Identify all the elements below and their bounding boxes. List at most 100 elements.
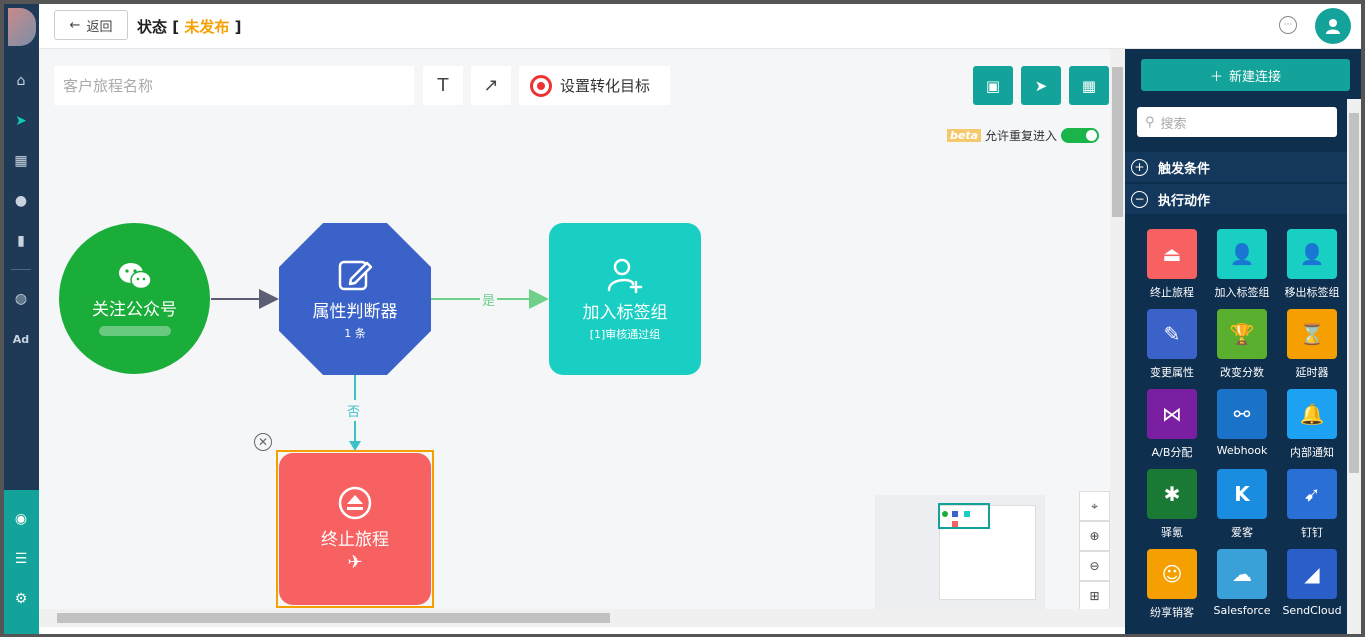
expand-plus-icon: +	[1131, 158, 1148, 176]
panel-scrollbar[interactable]	[1347, 99, 1361, 634]
zoom-out-button[interactable]: ⊖	[1079, 551, 1110, 581]
node-subtitle: 1 条	[344, 327, 366, 340]
trophy-icon: 🏆	[1217, 309, 1267, 359]
collapse-minus-icon: −	[1131, 190, 1148, 208]
action-join-tag-group[interactable]: 👤 加入标签组	[1207, 229, 1277, 309]
journey-name-input[interactable]	[54, 66, 414, 105]
action-label: 爱客	[1231, 526, 1253, 539]
layout-button[interactable]: ▦	[1069, 66, 1109, 105]
minimap-viewport[interactable]	[938, 503, 990, 529]
action-change-attribute[interactable]: ✎变更属性	[1137, 309, 1207, 389]
action-aike[interactable]: K 爱客	[1207, 469, 1277, 549]
new-connection-button[interactable]: ＋ 新建连接	[1141, 59, 1350, 91]
action-label: 移出标签组	[1284, 286, 1340, 299]
blurred-account-name	[98, 326, 171, 336]
user-icon[interactable]: ●	[14, 193, 28, 209]
user-plus-icon: 👤	[1217, 229, 1267, 279]
node-attribute-judge[interactable]: 属性判断器 1 条	[279, 223, 431, 375]
search-placeholder: 搜索	[1160, 116, 1187, 132]
action-sendcloud[interactable]: ◢SendCloud	[1277, 549, 1347, 629]
status-bracket-close: ]	[234, 18, 242, 36]
action-salesforce[interactable]: ☁Salesforce	[1207, 549, 1277, 629]
k-logo-icon: K	[1217, 469, 1267, 519]
avatar[interactable]	[1315, 8, 1351, 44]
action-end-journey[interactable]: ⏏ 终止旅程	[1137, 229, 1207, 309]
bell-icon: 🔔	[1287, 389, 1337, 439]
section-trigger-conditions[interactable]: + 触发条件	[1125, 152, 1347, 182]
locate-button[interactable]: ⌖	[1079, 491, 1110, 521]
minimap-node	[952, 511, 958, 517]
ad-icon[interactable]: Ad	[12, 332, 30, 346]
search-icon: ⚲	[1145, 114, 1155, 130]
action-fxiaoke[interactable]: ☺纷享销客	[1137, 549, 1207, 629]
action-label: 终止旅程	[1150, 286, 1194, 299]
action-label: 改变分数	[1220, 366, 1264, 379]
delete-node-icon[interactable]: ✕	[254, 433, 272, 451]
publish-button[interactable]: ➤	[1021, 66, 1061, 105]
canvas-vertical-scrollbar[interactable]	[1110, 49, 1125, 627]
zoom-in-button[interactable]: ⊕	[1079, 521, 1110, 551]
journey-status: 状态 [ 未发布 ]	[137, 16, 241, 37]
action-label: Webhook	[1216, 444, 1268, 457]
scrollbar-thumb[interactable]	[1349, 113, 1359, 473]
action-yike[interactable]: ✱驿氪	[1137, 469, 1207, 549]
home-icon[interactable]: ⌂	[16, 73, 26, 89]
section-label: 执行动作	[1158, 193, 1211, 209]
network-icon[interactable]: ◉	[14, 511, 28, 527]
webhook-icon: ⚯	[1217, 389, 1267, 439]
node-join-tag-group[interactable]: 加入标签组 [1]审核通过组	[549, 223, 701, 375]
action-internal-notify[interactable]: 🔔 内部通知	[1277, 389, 1347, 469]
action-leave-tag-group[interactable]: 👤 移出标签组	[1277, 229, 1347, 309]
action-label: 延时器	[1295, 366, 1329, 379]
node-follow-official-account[interactable]: 关注公众号	[59, 223, 210, 374]
goal-button-label: 设置转化目标	[560, 77, 651, 95]
fit-view-button[interactable]: ⊞	[1079, 581, 1110, 609]
set-goal-button[interactable]: 设置转化目标	[519, 66, 670, 105]
sidebar-bottom-tools: ◉ ☰ ⚙	[4, 490, 39, 634]
canvas-horizontal-scrollbar[interactable]	[39, 609, 1110, 627]
journey-canvas[interactable]: 是 否 T ↗ 设置转化目标 ▣ ➤ ▦ beta 允许重复进入 关注公众号	[39, 49, 1110, 609]
action-ab-split[interactable]: ⋈A/B分配	[1137, 389, 1207, 469]
wechat-icon[interactable]: ◍	[14, 291, 28, 307]
beta-badge: beta	[947, 129, 982, 142]
action-dingtalk[interactable]: ➹钉钉	[1277, 469, 1347, 549]
edit-icon	[338, 260, 373, 291]
arrow-tool-button[interactable]: ↗	[471, 66, 511, 105]
text-tool-button[interactable]: T	[423, 66, 463, 105]
section-actions[interactable]: − 执行动作	[1125, 184, 1347, 214]
nav-divider	[11, 269, 31, 270]
save-button[interactable]: ▣	[973, 66, 1013, 105]
scrollbar-thumb[interactable]	[57, 613, 610, 623]
panel-search-input[interactable]: ⚲ 搜索	[1137, 107, 1337, 137]
user-plus-icon	[607, 258, 643, 294]
journey-send-icon[interactable]: ➤	[15, 113, 27, 129]
action-change-score[interactable]: 🏆 改变分数	[1207, 309, 1277, 389]
plus-icon: ＋	[1209, 69, 1223, 85]
repeat-entry-row: beta 允许重复进入	[947, 127, 1100, 144]
node-title: 关注公众号	[92, 300, 177, 320]
user-avatar-icon	[1326, 19, 1340, 34]
action-webhook[interactable]: ⚯ Webhook	[1207, 389, 1277, 469]
layout-icon[interactable]: ▦	[14, 153, 28, 169]
action-delay[interactable]: ⌛延时器	[1277, 309, 1347, 389]
scrollbar-thumb[interactable]	[1112, 67, 1123, 217]
user-minus-icon: 👤	[1287, 229, 1337, 279]
action-label: 内部通知	[1290, 446, 1334, 459]
node-end-journey[interactable]: 终止旅程 ✈	[279, 453, 431, 605]
repeat-entry-label: 允许重复进入	[985, 129, 1058, 143]
minimap[interactable]	[875, 495, 1045, 609]
action-label: 加入标签组	[1214, 286, 1270, 299]
action-label: 纷享销客	[1150, 606, 1194, 619]
chat-icon[interactable]: ···	[1279, 16, 1297, 34]
repeat-entry-toggle[interactable]	[1061, 128, 1100, 143]
status-bracket-open: [	[172, 18, 180, 36]
server-icon[interactable]: ☰	[14, 551, 28, 567]
eject-icon: ⏏	[1147, 229, 1197, 279]
arrow-left-icon: ←	[69, 17, 81, 33]
eject-icon	[338, 486, 372, 520]
back-button[interactable]: ← 返回	[54, 10, 128, 40]
edge-label-yes: 是	[480, 290, 498, 309]
gear-icon[interactable]: ⚙	[14, 591, 28, 607]
bar-chart-icon[interactable]: ▮	[17, 233, 25, 249]
new-connection-label: 新建连接	[1229, 69, 1282, 85]
